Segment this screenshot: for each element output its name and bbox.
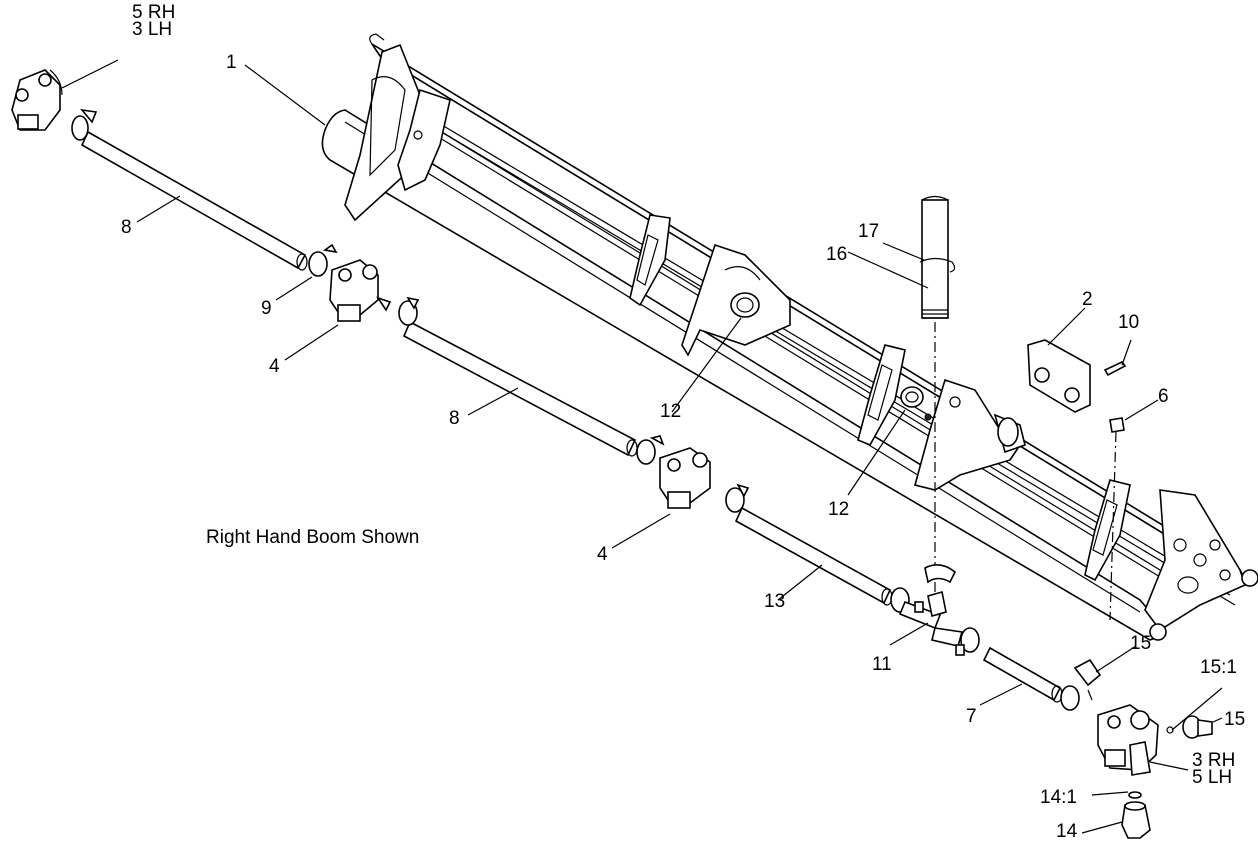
callout-15b: 15	[1224, 709, 1246, 730]
callout-10: 10	[1118, 312, 1140, 333]
riser-tube	[919, 195, 956, 600]
leader-lines	[61, 59, 1223, 834]
callout-5rh-top: 5 RH	[132, 2, 176, 23]
callout-17: 17	[858, 221, 880, 242]
callout-15-1: 15:1	[1200, 657, 1237, 678]
callout-5rh-3lh-top: 5 RH 3 LH	[132, 2, 176, 40]
callout-15a: 15	[1130, 633, 1152, 654]
pipes	[80, 130, 1063, 703]
callout-12a: 12	[660, 401, 682, 422]
callout-4b: 4	[597, 544, 608, 565]
boom-frame	[321, 33, 1258, 641]
callout-6: 6	[1158, 386, 1169, 407]
callout-3rh-5lh-bottom: 3 RH 5 LH	[1192, 750, 1236, 788]
callout-14: 14	[1056, 821, 1078, 842]
callout-11: 11	[872, 654, 892, 675]
callout-2: 2	[1082, 289, 1093, 310]
callout-8a: 8	[121, 217, 132, 238]
callout-12b: 12	[828, 499, 850, 520]
callout-3lh-top: 3 LH	[132, 19, 173, 40]
callout-13: 13	[764, 591, 786, 612]
diagram-caption: Right Hand Boom Shown	[206, 527, 420, 548]
callout-3rh-bottom: 3 RH	[1192, 750, 1236, 771]
callout-9: 9	[261, 298, 272, 319]
callout-14-1: 14:1	[1040, 787, 1077, 808]
callout-5lh-bottom: 5 LH	[1192, 767, 1233, 788]
callout-1: 1	[226, 52, 237, 73]
bracket-assembly	[1027, 339, 1127, 621]
callout-4a: 4	[269, 356, 280, 377]
callout-8b: 8	[449, 408, 460, 429]
nozzle-assemblies	[11, 69, 1213, 839]
callout-7: 7	[966, 706, 977, 727]
callout-16: 16	[826, 244, 848, 265]
